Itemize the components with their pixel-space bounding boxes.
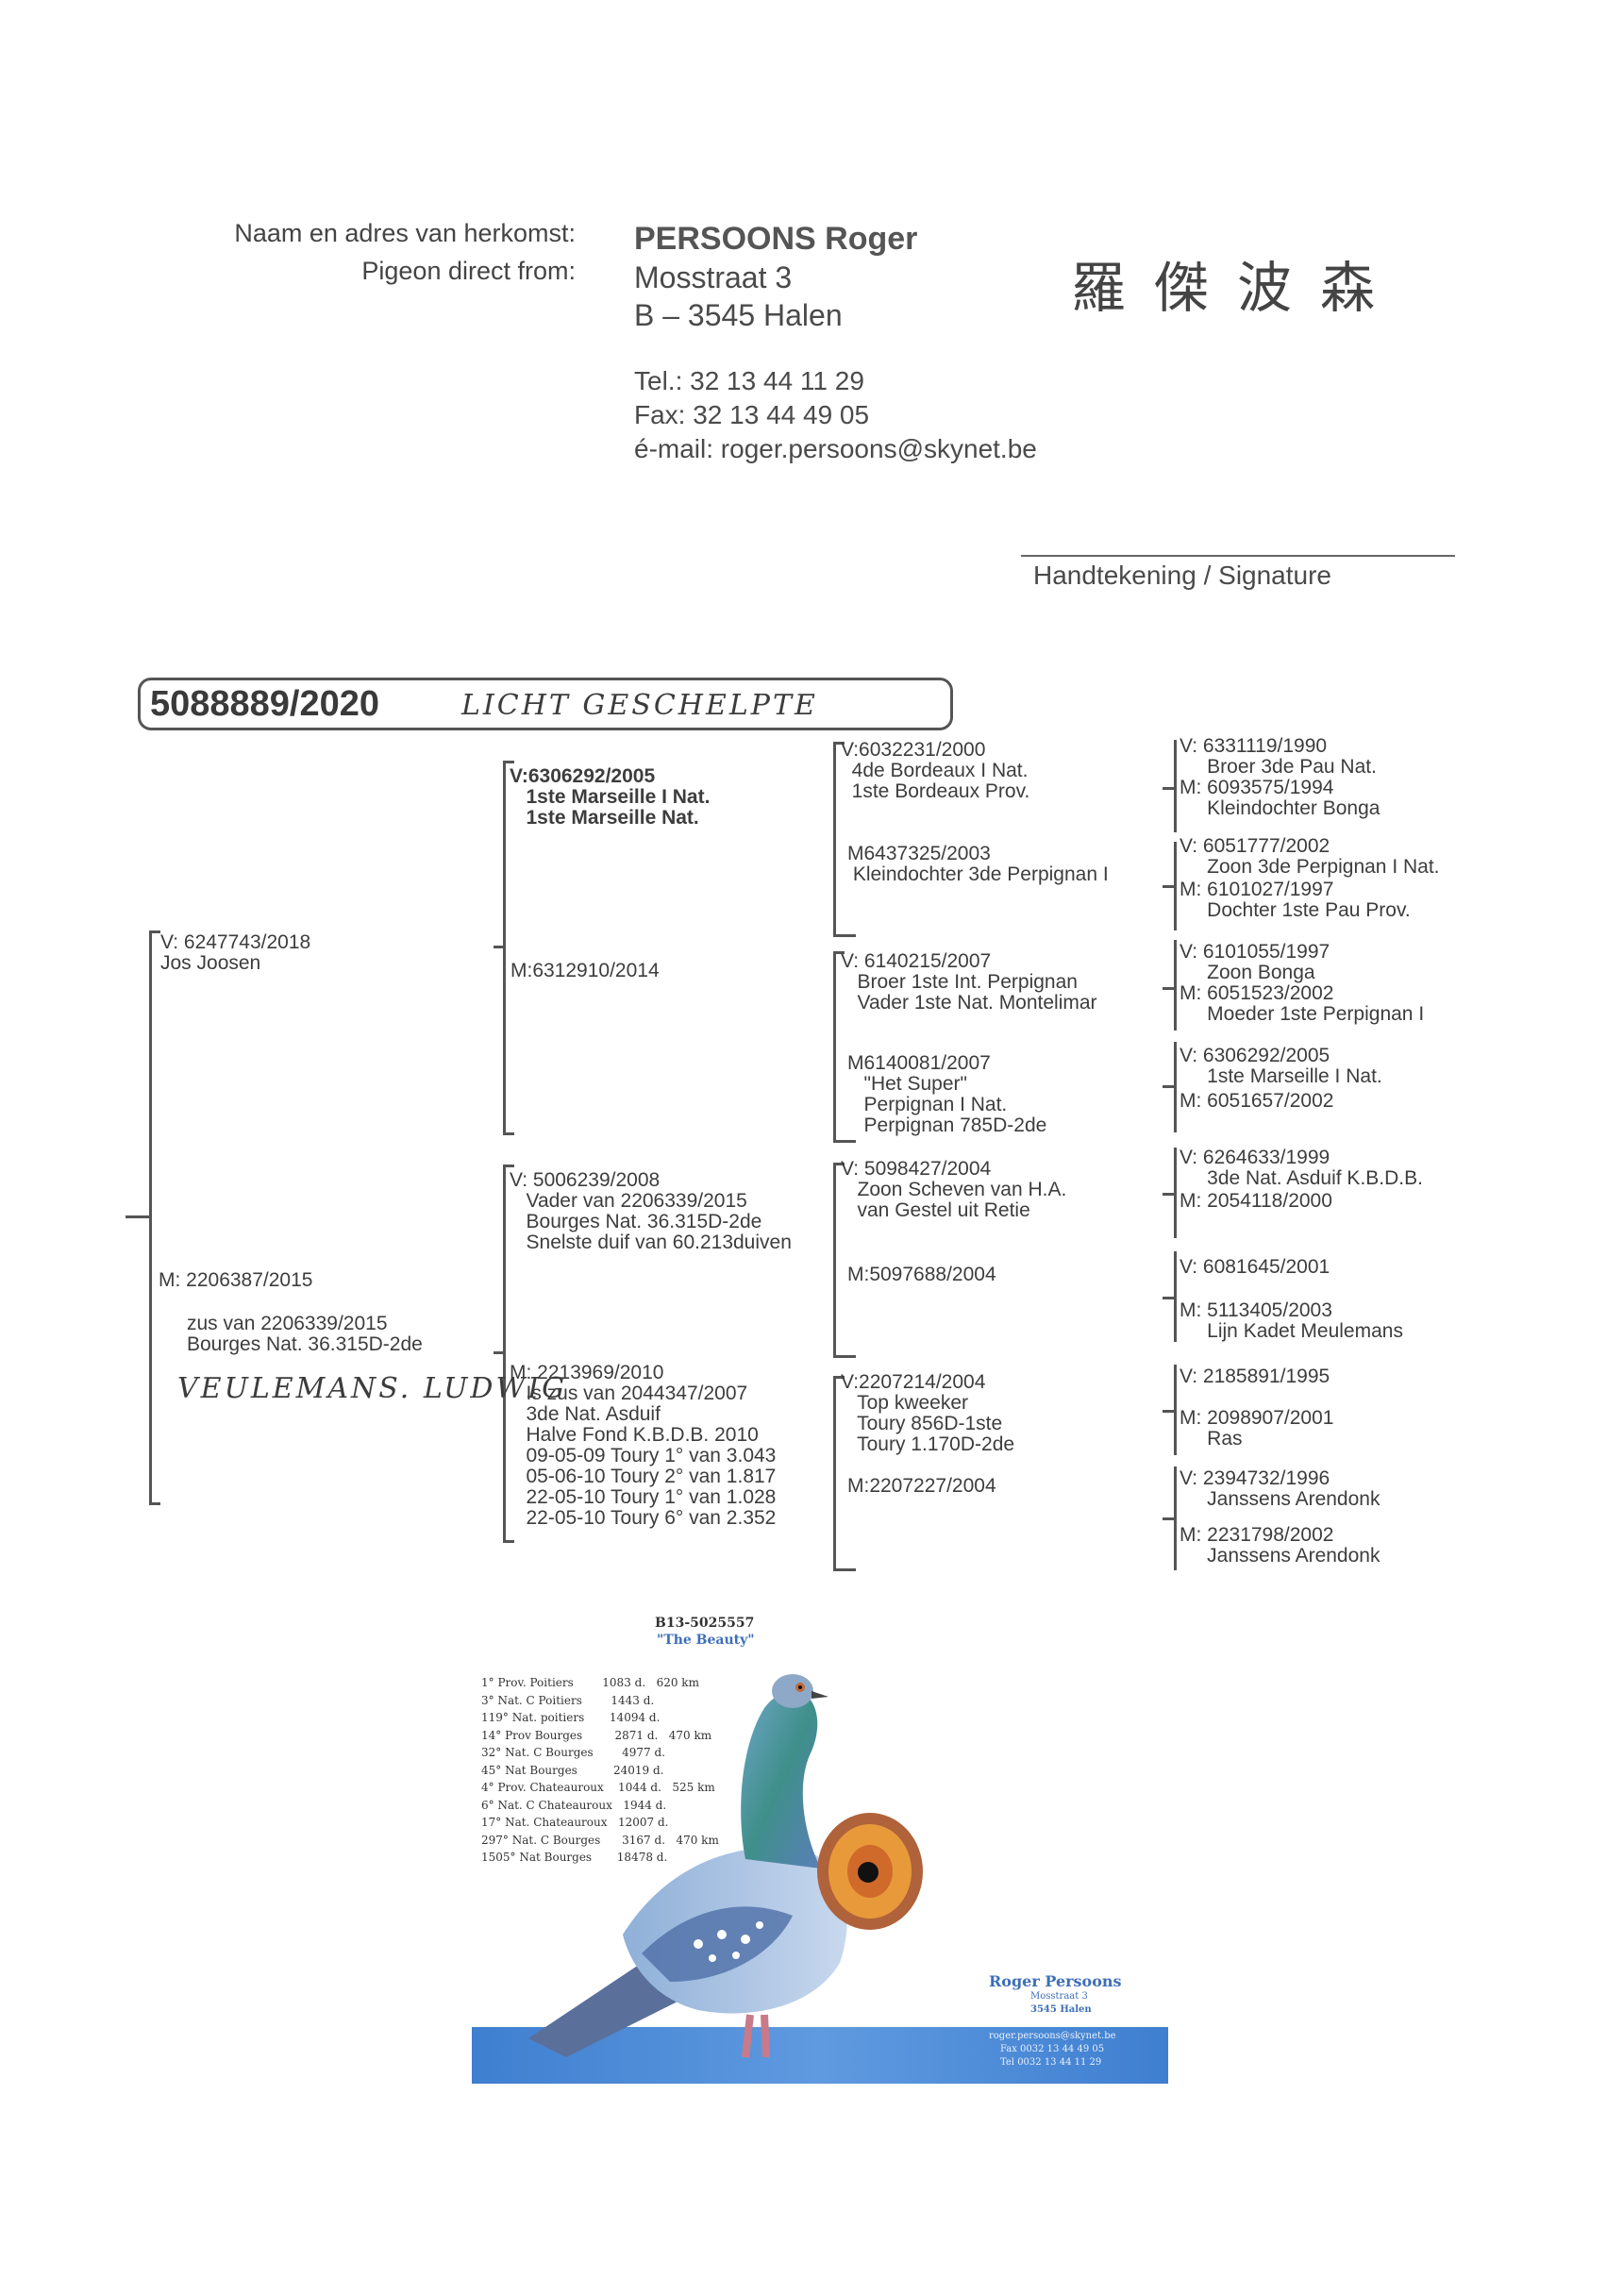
- card-owner-fax: Fax 0032 13 44 49 05: [1000, 2044, 1105, 2054]
- result-line: 45° Nat Bourges 24019 d.: [481, 1763, 664, 1777]
- gen4-entry: M: 6101027/1997 Dochter 1ste Pau Prov.: [1180, 879, 1411, 921]
- ring-handwritten-color: LICHT GESCHELPTE: [461, 689, 818, 722]
- gen4-entry: M: 6051523/2002 Moeder 1ste Perpignan I: [1180, 982, 1425, 1025]
- card-owner-city: 3545 Halen: [1030, 2004, 1092, 2015]
- card-owner-tel: Tel 0032 13 44 11 29: [1000, 2057, 1102, 2068]
- gen1-dam-handwritten: VEULEMANS. LUDWIG: [177, 1372, 568, 1405]
- gen1-dam: M: 2206387/2015: [159, 1269, 313, 1291]
- gen3-bracket-2: [833, 951, 836, 1142]
- signature-label: Handtekening / Signature: [1033, 561, 1331, 590]
- gen4-entry: V: 6264633/1999 3de Nat. Asduif K.B.D.B.: [1180, 1147, 1423, 1189]
- gen2-sire-sire: V:6306292/2005 1ste Marseille I Nat. 1st…: [510, 765, 711, 829]
- result-line: 3° Nat. C Poitiers 1443 d.: [481, 1693, 655, 1707]
- gen4-entry: V: 2185891/1995: [1180, 1366, 1330, 1387]
- ring-number-box: 5088889/2020 LICHT GESCHELPTE: [138, 678, 953, 730]
- result-line: 32° Nat. C Bourges 4977 d.: [481, 1746, 665, 1759]
- gen3-dss: V: 5098427/2004 Zoon Scheven van H.A. va…: [841, 1158, 1067, 1221]
- gen3-bracket-1: [833, 742, 836, 936]
- breeder-fax: Fax: 32 13 44 49 05: [634, 400, 870, 429]
- root-tick: [125, 1215, 149, 1218]
- result-line: 1505° Nat Bourges 18478 d.: [481, 1851, 668, 1864]
- result-line: 4° Prov. Chateauroux 1044 d. 525 km: [481, 1781, 715, 1794]
- card-owner-street: Mosstraat 3: [1030, 1991, 1088, 2002]
- gen4-entry: V: 2394732/1996 Janssens Arendonk: [1180, 1467, 1380, 1510]
- gen3-ssd: M6437325/2003 Kleindochter 3de Perpignan…: [847, 843, 1109, 885]
- card-owner: Roger Persoons: [989, 1972, 1122, 1990]
- breeder-email: é-mail: roger.persoons@skynet.be: [634, 434, 1037, 463]
- card-ring: B13-5025557: [655, 1616, 755, 1631]
- pigeon-illustration: [528, 1674, 847, 2058]
- gen1-dam-notes: zus van 2206339/2015 Bourges Nat. 36.315…: [187, 1313, 423, 1355]
- from-label: Pigeon direct from:: [361, 257, 576, 285]
- gen3-ddd: M:2207227/2004: [847, 1475, 996, 1497]
- origin-label: Naam en adres van herkomst:: [234, 219, 576, 247]
- ring-number: 5088889/2020: [150, 684, 380, 724]
- breeder-name: PERSOONS Roger: [634, 221, 918, 257]
- result-line: 297° Nat. C Bourges 3167 d. 470 km: [481, 1833, 719, 1847]
- gen2-dam-dam: M: 2213969/2010 Is zus van 2044347/2007 …: [510, 1362, 777, 1529]
- card-results: 1° Prov. Poitiers 1083 d. 620 km 3° Nat.…: [481, 1674, 719, 1867]
- gen3-dds: V:2207214/2004 Top kweeker Toury 856D-1s…: [841, 1371, 1015, 1455]
- result-line: 6° Nat. C Chateauroux 1944 d.: [481, 1798, 667, 1812]
- card-nickname: "The Beauty": [657, 1633, 755, 1648]
- gen2-sire-dam: M:6312910/2014: [510, 960, 660, 981]
- gen4-entry: M: 2231798/2002 Janssens Arendonk: [1180, 1524, 1380, 1567]
- gen1-bracket: [149, 930, 152, 1504]
- pigeon-photo-card: B13-5025557 "The Beauty" 1° Prov. Poitie…: [472, 1604, 1168, 2087]
- gen3-bracket-4: [833, 1376, 836, 1570]
- gen4-entry: V: 6081645/2001: [1180, 1256, 1330, 1278]
- eye-image: [817, 1813, 923, 1930]
- gen4-entry: M: 2098907/2001 Ras: [1180, 1407, 1334, 1450]
- gen4-entry: V: 6051777/2002 Zoon 3de Perpignan I Nat…: [1180, 835, 1440, 878]
- gen3-dsd: M:5097688/2004: [847, 1264, 996, 1285]
- signature-line: [1021, 555, 1455, 557]
- gen4-entry: M: 5113405/2003 Lijn Kadet Meulemans: [1180, 1299, 1403, 1342]
- result-line: 1° Prov. Poitiers 1083 d. 620 km: [481, 1676, 699, 1689]
- gen4-entry: M: 2054118/2000: [1180, 1190, 1332, 1212]
- gen4-entry: V: 6101055/1997 Zoon Bonga: [1180, 941, 1330, 983]
- result-line: 14° Prov Bourges 2871 d. 470 km: [481, 1728, 712, 1742]
- gen3-sds: V: 6140215/2007 Broer 1ste Int. Perpigna…: [841, 950, 1097, 1014]
- breeder-street: Mosstraat 3: [634, 260, 793, 294]
- result-line: 17° Nat. Chateauroux 12007 d.: [481, 1816, 669, 1829]
- result-line: 119° Nat. poitiers 14094 d.: [481, 1711, 661, 1724]
- gen4-entry: V: 6306292/2005 1ste Marseille I Nat.: [1180, 1045, 1382, 1087]
- gen4-entry: M: 6093575/1994 Kleindochter Bonga: [1180, 777, 1380, 819]
- gen4-entry: V: 6331119/1990 Broer 3de Pau Nat.: [1180, 735, 1377, 778]
- breeder-tel: Tel.: 32 13 44 11 29: [634, 366, 864, 395]
- gen4-entry: M: 6051657/2002: [1180, 1090, 1334, 1112]
- gen3-sdd: M6140081/2007 "Het Super" Perpignan I Na…: [847, 1052, 1047, 1136]
- gen3-sss: V:6032231/2000 4de Bordeaux I Nat. 1ste …: [841, 739, 1030, 802]
- gen1-sire: V: 6247743/2018 Jos Joosen: [160, 931, 311, 974]
- breeder-city: B – 3545 Halen: [634, 298, 843, 332]
- gen3-bracket-3: [833, 1163, 836, 1357]
- chinese-name: 羅傑波森: [1071, 256, 1404, 320]
- card-owner-email: roger.persoons@skynet.be: [989, 2031, 1116, 2041]
- gen2-dam-sire: V: 5006239/2008 Vader van 2206339/2015 B…: [510, 1169, 792, 1253]
